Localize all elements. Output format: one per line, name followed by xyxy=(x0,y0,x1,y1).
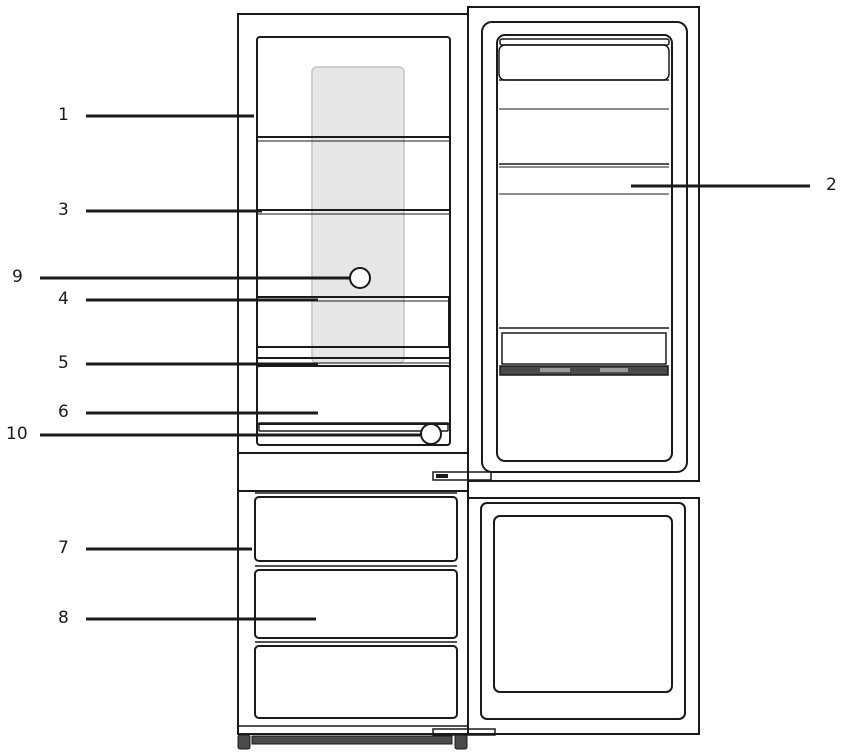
fridge-compartment xyxy=(256,36,451,446)
shelf-top xyxy=(257,136,450,142)
door-top-rail xyxy=(499,38,670,46)
callout-label-3: 3 xyxy=(58,200,69,220)
freezer-door-gasket xyxy=(480,502,686,720)
door-balcony-1 xyxy=(499,79,669,110)
door-top-shelf xyxy=(498,44,670,81)
foot-right xyxy=(454,734,468,750)
fridge-door xyxy=(467,6,700,482)
callout-label-8: 8 xyxy=(58,608,69,628)
crisper-drawer xyxy=(256,365,451,425)
callout-label-10: 10 xyxy=(6,424,28,444)
door-balcony-2 xyxy=(499,163,669,195)
freezer-door xyxy=(467,497,700,735)
fan-circle xyxy=(349,267,371,289)
foot-left xyxy=(237,734,251,750)
callout-label-6: 6 xyxy=(58,402,69,422)
freezer-drawer-middle xyxy=(254,565,458,639)
glass-panel xyxy=(311,66,405,364)
callout-label-9: 9 xyxy=(12,267,23,287)
crisper-handle xyxy=(258,422,449,432)
door-hinge xyxy=(432,471,492,481)
feet xyxy=(237,734,468,750)
sensor-circle xyxy=(420,423,442,445)
fridge-door-liner xyxy=(496,34,673,462)
callout-label-5: 5 xyxy=(58,353,69,373)
freezer-drawer-bottom xyxy=(254,641,458,719)
door-balcony-3 xyxy=(499,327,669,376)
callout-label-4: 4 xyxy=(58,289,69,309)
base-rail xyxy=(251,735,453,745)
freezer-drawer-top xyxy=(254,492,458,562)
callout-label-7: 7 xyxy=(58,538,69,558)
door-hinge-inner xyxy=(436,474,448,478)
shelf-middle xyxy=(257,209,450,215)
callout-label-2: 2 xyxy=(826,175,837,195)
fridge-door-gasket xyxy=(481,21,688,473)
callout-label-1: 1 xyxy=(58,105,69,125)
freezer-door-liner xyxy=(493,515,673,693)
